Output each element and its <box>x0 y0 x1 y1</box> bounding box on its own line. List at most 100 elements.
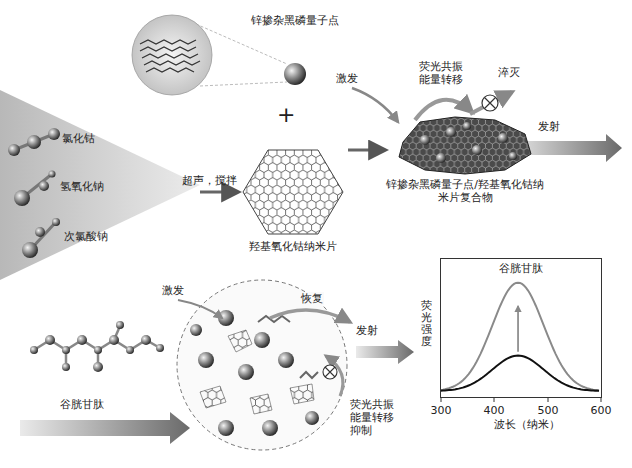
graphic-circle <box>156 344 164 352</box>
node-text: 羟基氧化钴纳米片 <box>238 240 348 253</box>
graphic-circle <box>35 227 45 237</box>
label: 激发 <box>162 284 184 297</box>
graphic-polyline <box>140 47 196 51</box>
graphic-circle <box>27 135 41 149</box>
graphic-circle <box>116 321 124 329</box>
label: 荧光共振能量转移抑制 <box>350 398 400 437</box>
graphic-line <box>14 134 54 150</box>
graphic-circle <box>39 181 49 191</box>
graphic-g <box>200 330 314 414</box>
shape <box>441 259 601 397</box>
graphic-circle <box>198 352 214 368</box>
graphic-line <box>517 306 518 351</box>
zoom-inset <box>132 15 287 95</box>
graphic-circle <box>218 420 234 436</box>
graphic-circle <box>132 15 212 95</box>
graphic-line <box>548 398 549 402</box>
glutathione-molecule <box>30 321 164 372</box>
graphic-polyline <box>144 61 200 65</box>
graphic-circle <box>49 171 56 178</box>
graphic-polygon <box>356 340 414 364</box>
graphic-path <box>485 98 496 109</box>
graphic-polyline <box>142 54 198 58</box>
graphic-polygon <box>200 386 226 408</box>
axis-label: 荧光强度 <box>421 300 432 348</box>
graphic-circle <box>8 144 20 156</box>
graphic-circle <box>52 218 60 226</box>
connector-arrow <box>200 191 238 194</box>
graphic-circle <box>94 346 102 354</box>
label: 500 <box>538 404 559 417</box>
graphic-circle <box>254 332 270 348</box>
graphic-circle <box>77 335 87 345</box>
node-chart: 谷胱甘肽 <box>440 258 602 398</box>
graphic-polygon <box>243 150 343 234</box>
graphic-path <box>178 300 222 318</box>
chart-ticks <box>441 398 601 402</box>
graphic-polygon <box>290 384 314 404</box>
graphic-circle <box>436 153 446 163</box>
node-comp: 锌掺杂黑磷量子点/羟基氧化钴纳米片复合物 <box>385 112 545 212</box>
graphic-path <box>325 367 335 377</box>
graphic-circle <box>30 346 38 354</box>
graphic-g <box>14 134 56 250</box>
node-text: 氯化钴 <box>62 132 112 145</box>
graphic-polygon <box>399 117 531 174</box>
connector-arrow <box>348 149 385 152</box>
label: 发射 <box>538 120 560 133</box>
graphic-polyline <box>300 372 318 378</box>
graphic-g <box>420 122 517 163</box>
label: 荧光共振能量转移 <box>416 60 466 86</box>
graphic-path <box>415 100 472 120</box>
graphic-g <box>30 321 164 372</box>
graphic-circle <box>48 128 60 140</box>
label: 波长（纳米） <box>494 418 560 431</box>
graphic-circle <box>238 364 254 380</box>
graphic-circle <box>93 362 103 372</box>
edge-label: 超声，搅拌 <box>182 174 237 187</box>
graphic-circle <box>482 95 498 111</box>
graphic-path <box>270 310 350 322</box>
label: 恢复 <box>300 292 324 305</box>
node-text: 锌掺杂黑磷量子点 <box>240 14 350 27</box>
graphic-circle <box>420 135 430 145</box>
graphic-circle <box>190 324 202 336</box>
graphic-circle <box>284 63 306 85</box>
graphic-circle <box>62 363 70 371</box>
graphic-line <box>601 398 602 402</box>
graphic-line <box>441 398 442 402</box>
graphic-circle <box>62 346 70 354</box>
graphic-g <box>190 310 319 436</box>
graphic-polygon <box>228 330 252 352</box>
graphic-circle <box>463 122 471 130</box>
node-text: 锌掺杂黑磷量子点/羟基氧化钴纳米片复合物 <box>385 178 545 204</box>
graphic-path <box>470 92 512 114</box>
graphic-circle <box>509 152 517 160</box>
node-text: 谷胱甘肽 <box>441 262 601 275</box>
graphic-circle <box>446 127 456 137</box>
label: + <box>277 104 295 126</box>
label: 淬灭 <box>498 66 520 79</box>
graphic-polygon <box>0 90 200 280</box>
graphic-line <box>494 398 495 402</box>
node-text: 氢氧化钠 <box>60 180 120 193</box>
label: 发射 <box>356 324 378 337</box>
graphic-g <box>140 40 200 72</box>
graphic-circle <box>498 133 508 143</box>
graphic-circle <box>278 352 294 368</box>
node-tri: 氯化钴氢氧化钠次氯酸钠 <box>0 90 200 280</box>
graphic-g <box>8 128 60 258</box>
graphic-line <box>200 82 287 86</box>
graphic-path <box>441 356 599 391</box>
graphic-circle <box>177 280 347 450</box>
graphic-circle <box>323 365 337 379</box>
graphic-circle <box>126 346 134 354</box>
graphic-circle <box>472 145 482 155</box>
graphic-circle <box>262 420 278 436</box>
graphic-polygon <box>20 412 190 444</box>
label: 谷胱甘肽 <box>60 398 104 411</box>
graphic-polygon <box>399 117 531 174</box>
graphic-circle <box>14 190 30 206</box>
graphic-polygon <box>250 394 272 414</box>
